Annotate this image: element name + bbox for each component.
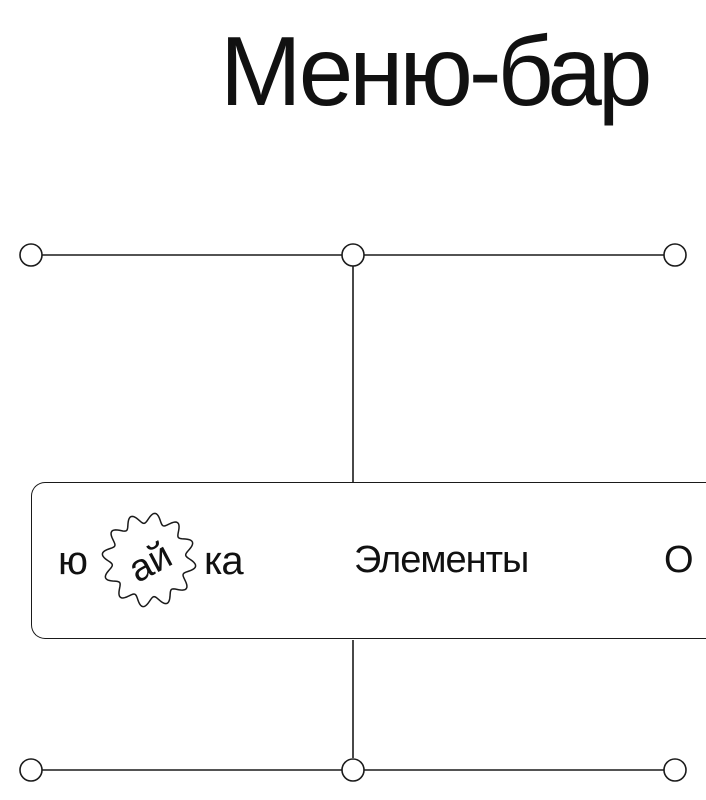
top-center-node bbox=[341, 243, 365, 267]
nav-item-elements[interactable]: Элементы bbox=[354, 539, 529, 581]
page-title: Меню-бар bbox=[220, 16, 652, 126]
bottom-center-node bbox=[341, 758, 365, 782]
nav-item-about[interactable]: О bbox=[664, 539, 694, 581]
top-left-node bbox=[19, 243, 43, 267]
logo-badge-text: ай bbox=[122, 534, 179, 591]
logo-prefix: ю bbox=[58, 539, 88, 583]
bottom-left-node bbox=[19, 758, 43, 782]
logo[interactable]: ю ай ка bbox=[58, 505, 258, 615]
bottom-right-node bbox=[663, 758, 687, 782]
menu-bar bbox=[31, 482, 706, 639]
logo-suffix: ка bbox=[204, 539, 244, 583]
gear-badge-icon: ай bbox=[101, 512, 197, 608]
top-right-node bbox=[663, 243, 687, 267]
